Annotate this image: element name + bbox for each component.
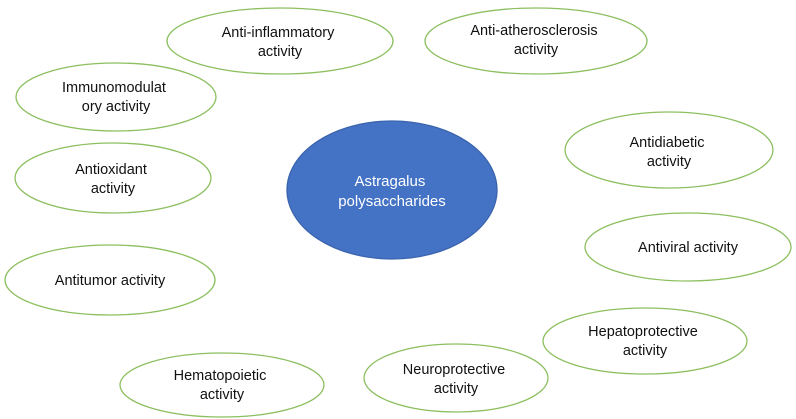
node-hematopoietic-line-1: Hematopoietic xyxy=(174,368,267,384)
node-antidiabetic-ellipse xyxy=(564,111,774,189)
node-hepatoprotective: Hepatoprotective activity xyxy=(542,307,748,375)
center-node: Astragalus polysaccharides xyxy=(286,120,498,260)
node-hematopoietic: Hematopoietic activity xyxy=(119,352,325,418)
node-hematopoietic-line-2: activity xyxy=(200,387,245,403)
node-immunomodulatory-ellipse xyxy=(15,62,217,132)
node-hematopoietic-ellipse xyxy=(119,352,325,418)
node-antioxidant-line-2: activity xyxy=(91,181,136,197)
node-anti-atherosclerosis-ellipse xyxy=(424,7,648,75)
node-hepatoprotective-line-1: Hepatoprotective xyxy=(588,324,698,340)
center-label: Astragalus polysaccharides xyxy=(338,173,446,210)
node-antiviral-line-1: Antiviral activity xyxy=(638,240,739,256)
node-antidiabetic: Antidiabetic activity xyxy=(564,111,774,189)
node-anti-inflammatory-line-2: activity xyxy=(258,44,303,60)
node-antioxidant-line-1: Antioxidant xyxy=(75,162,147,178)
node-antiviral-ellipse xyxy=(584,212,792,282)
center-label-line-2: polysaccharides xyxy=(338,193,446,210)
node-anti-inflammatory-label: Anti-inflammatory activity xyxy=(222,25,339,60)
node-hepatoprotective-ellipse xyxy=(542,307,748,375)
node-antidiabetic-line-1: Antidiabetic xyxy=(630,135,705,151)
node-anti-atherosclerosis-line-1: Anti-atherosclerosis xyxy=(470,23,597,39)
node-anti-inflammatory: Anti-inflammatory activity xyxy=(166,7,394,75)
node-neuroprotective-label: Neuroprotective activity xyxy=(403,362,509,397)
node-antidiabetic-label: Antidiabetic activity xyxy=(630,135,709,170)
node-hepatoprotective-line-2: activity xyxy=(623,343,668,359)
node-antioxidant: Antioxidant activity xyxy=(14,142,212,214)
node-antidiabetic-line-2: activity xyxy=(647,154,692,170)
node-anti-atherosclerosis-line-2: activity xyxy=(514,42,559,58)
node-immunomodulatory-line-2: ory activity xyxy=(82,99,151,115)
node-antitumor-line-1: Antitumor activity xyxy=(55,273,166,289)
node-anti-inflammatory-line-1: Anti-inflammatory xyxy=(222,25,336,41)
node-antitumor-ellipse xyxy=(4,244,216,316)
node-antiviral-label: Antiviral activity xyxy=(638,240,739,256)
node-hepatoprotective-label: Hepatoprotective activity xyxy=(588,324,702,359)
center-ellipse xyxy=(286,120,498,260)
node-immunomodulatory-label: Immunomodulat ory activity xyxy=(62,80,170,115)
node-antioxidant-ellipse xyxy=(14,142,212,214)
node-immunomodulatory: Immunomodulat ory activity xyxy=(15,62,217,132)
node-neuroprotective: Neuroprotective activity xyxy=(363,343,549,413)
node-anti-inflammatory-ellipse xyxy=(166,7,394,75)
node-antioxidant-label: Antioxidant activity xyxy=(75,162,151,197)
node-antitumor-label: Antitumor activity xyxy=(55,273,166,289)
node-antitumor: Antitumor activity xyxy=(4,244,216,316)
center-label-line-1: Astragalus xyxy=(354,173,425,190)
node-anti-atherosclerosis: Anti-atherosclerosis activity xyxy=(424,7,648,75)
node-anti-atherosclerosis-label: Anti-atherosclerosis activity xyxy=(470,23,601,58)
node-neuroprotective-ellipse xyxy=(363,343,549,413)
node-immunomodulatory-line-1: Immunomodulat xyxy=(62,80,166,96)
node-neuroprotective-line-1: Neuroprotective xyxy=(403,362,505,378)
node-hematopoietic-label: Hematopoietic activity xyxy=(174,368,271,403)
node-neuroprotective-line-2: activity xyxy=(434,381,479,397)
node-antiviral: Antiviral activity xyxy=(584,212,792,282)
